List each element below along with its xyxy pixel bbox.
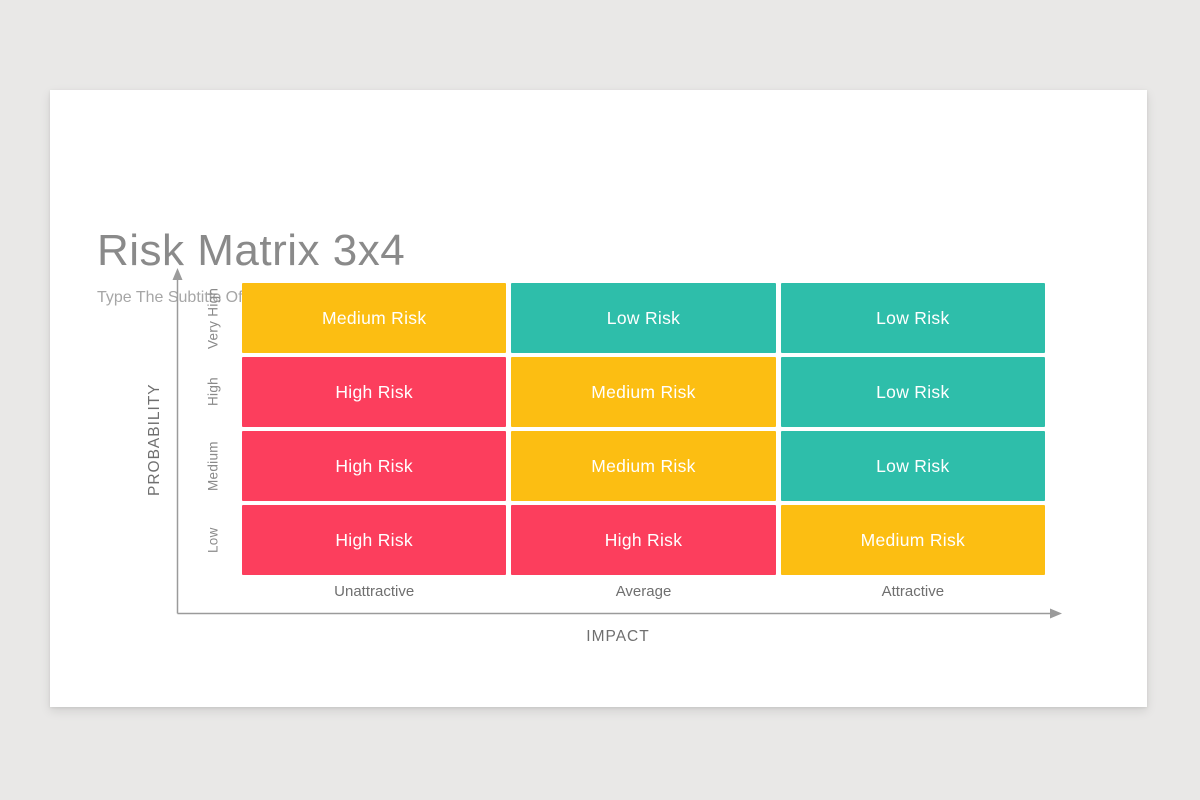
matrix-cell: Low Risk bbox=[511, 283, 776, 353]
x-axis-arrow bbox=[177, 608, 1062, 619]
y-axis-tick-label: Very High bbox=[205, 287, 221, 349]
matrix-cell: Low Risk bbox=[780, 283, 1045, 353]
matrix-cell: Low Risk bbox=[780, 431, 1045, 501]
y-axis-tick-label: High bbox=[205, 377, 221, 407]
matrix-cell: High Risk bbox=[242, 505, 507, 575]
matrix-cell: High Risk bbox=[511, 505, 776, 575]
x-axis-tick-label: Attractive bbox=[881, 583, 945, 600]
y-axis-tick-label: Low bbox=[205, 527, 221, 553]
matrix-cell: Medium Risk bbox=[511, 431, 776, 501]
risk-matrix-grid: Medium Risk Low Risk Low Risk High Risk … bbox=[242, 283, 1045, 575]
x-axis-tick-label: Average bbox=[615, 583, 672, 600]
x-axis-tick-labels: Unattractive Average Attractive bbox=[242, 583, 1045, 600]
matrix-cell: High Risk bbox=[242, 431, 507, 501]
y-axis-tick-label: Medium bbox=[205, 441, 221, 491]
slide-card: Risk Matrix 3x4 Type The Subtitle Of You… bbox=[50, 90, 1147, 707]
matrix-cell: Medium Risk bbox=[242, 283, 507, 353]
y-axis-tick-labels: Very High High Medium Low bbox=[198, 283, 228, 575]
y-axis-arrow bbox=[172, 268, 183, 614]
matrix-cell: Medium Risk bbox=[780, 505, 1045, 575]
matrix-cell: Medium Risk bbox=[511, 357, 776, 427]
y-axis-title: PROBABILITY bbox=[146, 383, 163, 497]
x-axis-tick-label: Unattractive bbox=[334, 583, 415, 600]
slide-title: Risk Matrix 3x4 bbox=[97, 226, 406, 275]
matrix-cell: High Risk bbox=[242, 357, 507, 427]
matrix-cell: Low Risk bbox=[780, 357, 1045, 427]
x-axis-title: IMPACT bbox=[586, 628, 650, 645]
